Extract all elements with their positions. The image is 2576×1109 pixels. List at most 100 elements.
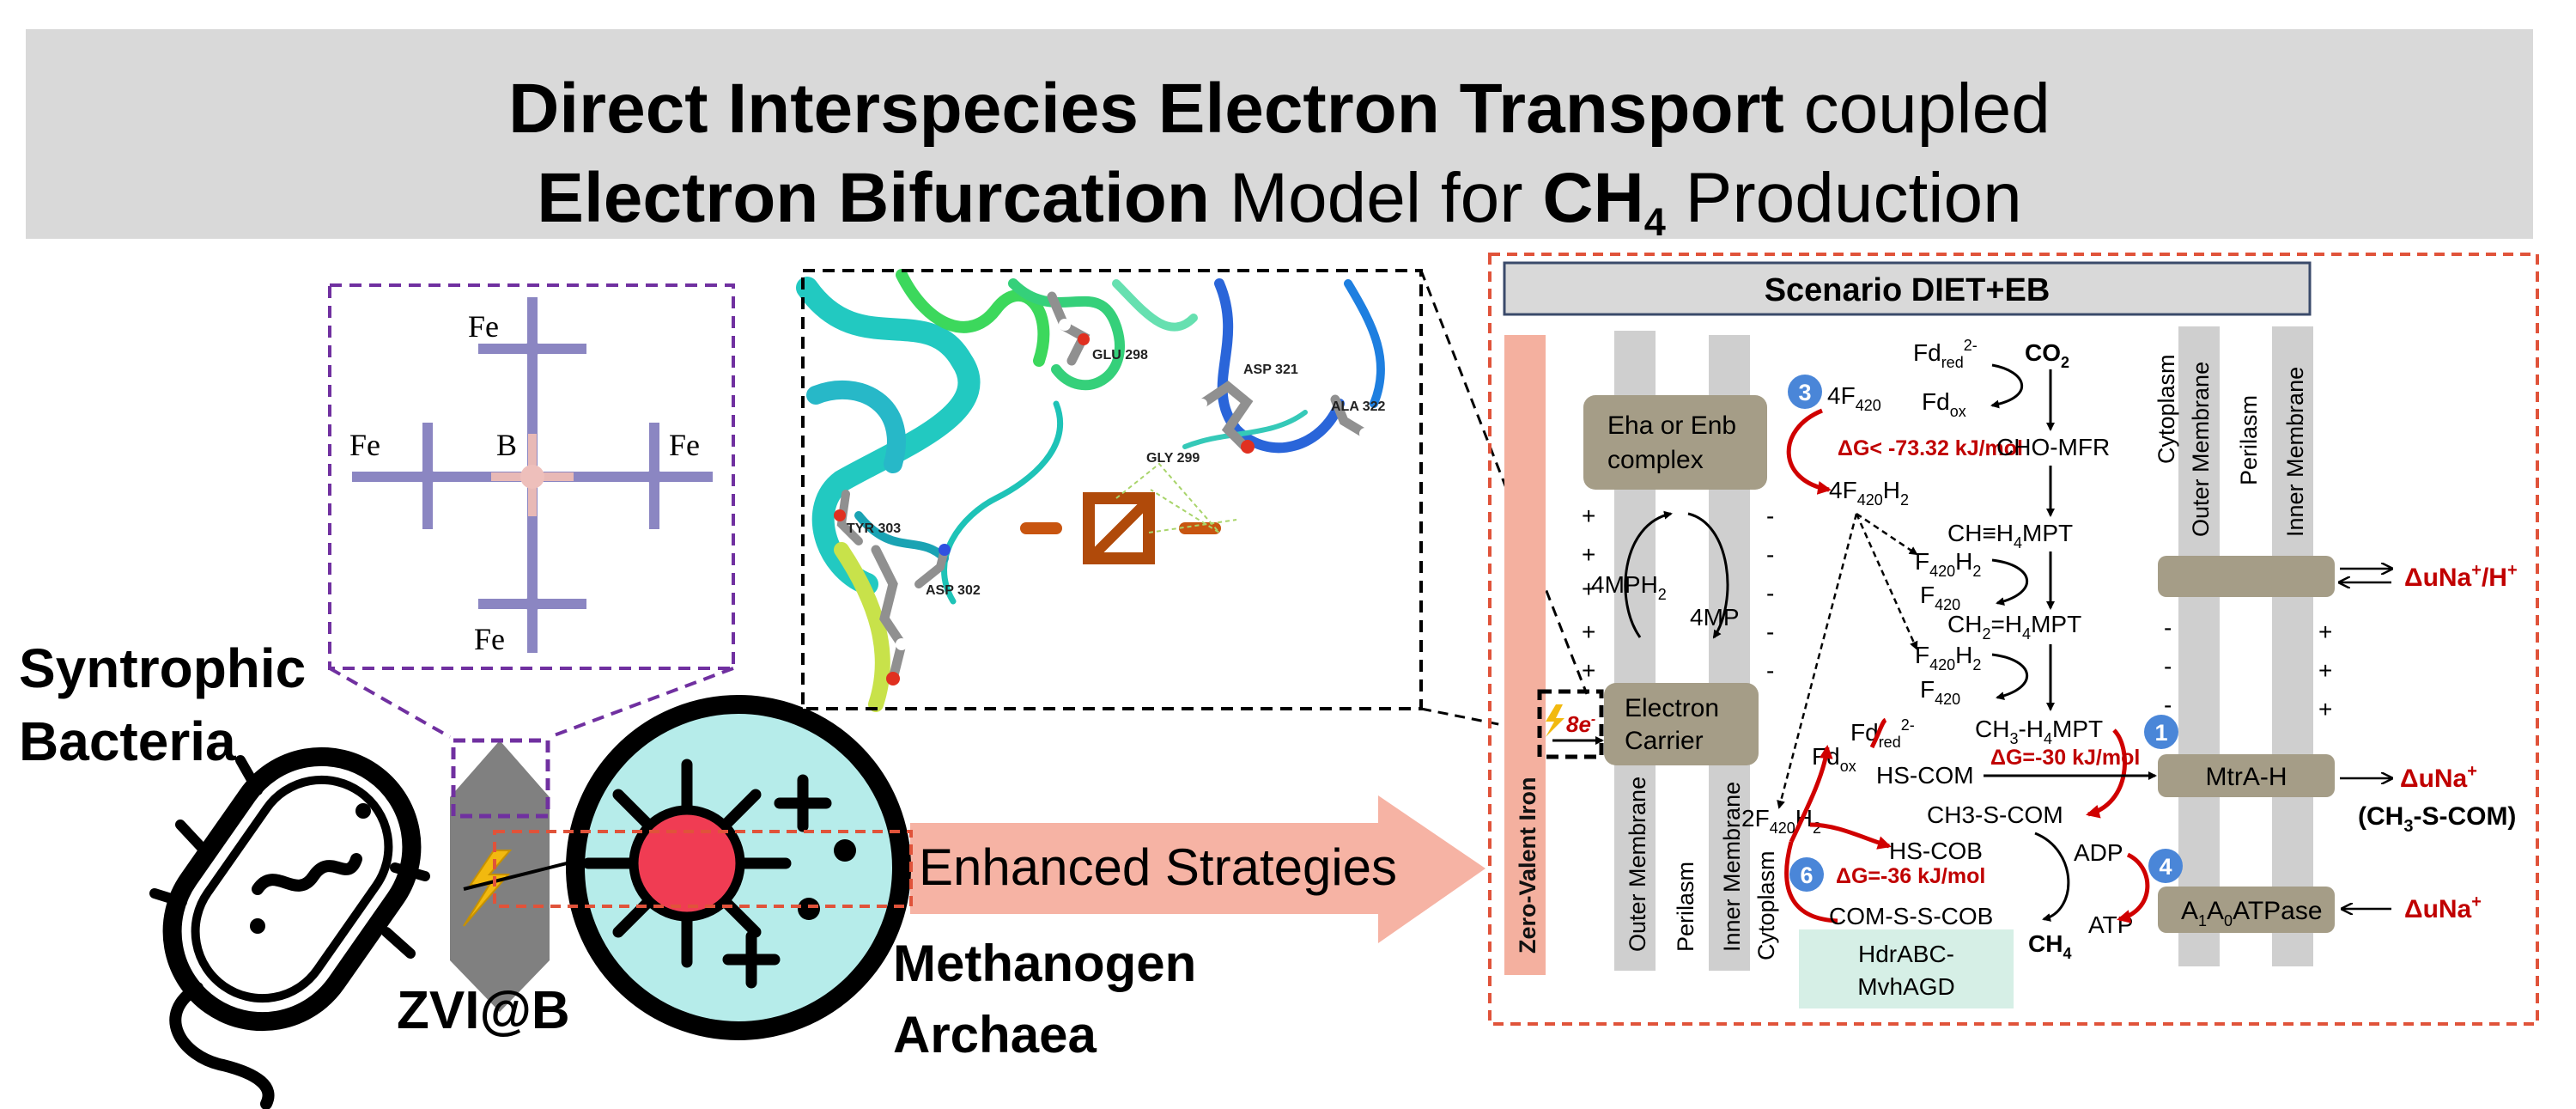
badge-6: [1789, 857, 1824, 892]
mtra-na-label: ΔuNa+: [2400, 762, 2477, 793]
fd-cycle-top: [1990, 363, 2023, 409]
dg6-label: ΔG=-36 kJ/mol: [1836, 864, 1985, 888]
f420h2-b-label: F420H2: [1915, 642, 1981, 673]
archaea-dot-1: [834, 839, 856, 862]
bacteria-label-2: Bacteria: [19, 710, 236, 772]
badge-6-text: 6: [1800, 862, 1813, 888]
ch2-h4mpt-label: CH2=H4MPT: [1947, 611, 2081, 643]
bacteria-label-1: Syntrophic: [19, 637, 306, 699]
mtra-red-arrow: [2086, 728, 2127, 819]
dg3-label: ΔG< -73.32 kJ/mol: [1838, 436, 2023, 460]
fe-right-arm: [620, 472, 713, 482]
charge-plus-3: +: [1582, 576, 1595, 602]
fd-ox-bottom: Fdox: [1812, 743, 1856, 775]
scenario-panel-border: [1488, 253, 2539, 1026]
residue-label-asp321: ASP 321: [1243, 363, 1298, 377]
bifurcation-red-curve: [1784, 841, 1838, 923]
eight-electrons: 8e-: [1566, 711, 1595, 737]
b-label: B: [496, 428, 517, 462]
carrier-label-1: Electron: [1625, 694, 1719, 722]
badge-4-text: 4: [2159, 854, 2172, 880]
zoom-line-upper: [1419, 270, 1589, 695]
f420h2-dashed-3: [1777, 513, 1858, 809]
zvi-label: ZVI@B: [397, 981, 570, 1040]
residue-label-gly: GLY 299: [1146, 451, 1200, 466]
hdr-complex: [1799, 929, 2014, 1008]
lightning-icon: [463, 850, 513, 927]
charge-minus-3: -: [1766, 580, 1774, 606]
carrier-label-2: Carrier: [1625, 727, 1704, 755]
badge-3-text: 3: [1798, 380, 1811, 405]
atpase-complex: [2158, 887, 2335, 933]
mp-cycle-down: [1687, 512, 1729, 639]
archaea-label-2: Archaea: [893, 1006, 1097, 1063]
ch3-s-com-label: CH3-S-COM: [1927, 801, 2063, 828]
ch3-h4mpt-label: CH3-H4MPT: [1975, 716, 2103, 747]
archaea-zoom-box: [493, 830, 913, 908]
charge-plus-4: +: [1582, 618, 1595, 645]
title-end-2: Production: [1665, 159, 2022, 237]
title-rest-1: coupled: [1783, 70, 2050, 148]
protein-residues: [834, 291, 1371, 686]
f420h2-4-label: 4F420H2: [1829, 477, 1909, 509]
residue-label-tyr: TYR 303: [847, 521, 901, 536]
fe-atom-top: [525, 341, 540, 356]
f420-b-label: F420: [1920, 676, 1960, 708]
eha-label-1: Eha or Enb: [1607, 411, 1736, 440]
methane-formation-arrow: [2034, 832, 2070, 922]
cytoplasm-left-label: Cytoplasm: [1753, 850, 1779, 960]
electron-arrow-to-archaea: [463, 858, 579, 891]
title-line-2: Electron Bifurcation Model for CH4 Produ…: [26, 158, 2533, 245]
charge-plus-5: +: [1582, 657, 1595, 684]
fe-cluster: [1020, 462, 1237, 564]
title-banner: Direct Interspecies Electron Transport c…: [26, 29, 2533, 244]
f420h2-a-label: F420H2: [1915, 548, 1981, 580]
outer-membrane-right: [2178, 326, 2220, 966]
fe-label-top: Fe: [468, 309, 499, 344]
fe-atom-left: [420, 469, 435, 484]
bacterium-icon: [149, 746, 430, 1109]
charge-plus-1: +: [1582, 503, 1595, 529]
hs-cob-label: HS-COB: [1889, 838, 1983, 864]
crystal-inset-box: [328, 283, 735, 670]
bifurcation-to-hs-cob: [1809, 822, 1892, 850]
fd-red-bottom: Fdred2-: [1850, 716, 1915, 751]
mp-label: 4MP: [1690, 604, 1740, 631]
scenario-title-bar: [1503, 261, 2312, 316]
mph2-label: 4MPH2: [1591, 571, 1667, 603]
residue-label-ala: ALA 322: [1331, 399, 1386, 414]
fe-atom-bottom: [525, 596, 540, 612]
electron-carrier: [1604, 683, 1759, 765]
fe-label-bottom: Fe: [474, 622, 505, 656]
hs-com-label: HS-COM: [1876, 762, 1974, 789]
f420-a-label: F420: [1920, 582, 1960, 613]
archaea-label-1: Methanogen: [893, 935, 1196, 992]
fd-red-top: Fdred2-: [1913, 337, 1978, 371]
adp-label: ADP: [2074, 839, 2123, 866]
com-s-s-cob-label: COM-S-S-COB: [1829, 903, 1993, 929]
enhanced-strategies-arrow: [910, 795, 1485, 943]
fe-left-arm: [352, 472, 443, 482]
f420h2-dashed-2: [1855, 513, 1918, 650]
plus-sign-top: [774, 774, 832, 832]
mtra-label: MtrA-H: [2206, 763, 2287, 791]
title-ch: CH: [1542, 159, 1644, 237]
zvi-bar: [1504, 335, 1546, 975]
title-ch-sub: 4: [1643, 199, 1666, 244]
title-bold-1: Direct Interspecies Electron Transport: [508, 70, 1784, 148]
cytoplasm-right-label: Cytoplasm: [2154, 354, 2179, 464]
zoom-line-right: [549, 667, 734, 739]
eha-label-2: complex: [1607, 446, 1704, 474]
residue-label-asp302: ASP 302: [926, 583, 981, 598]
cho-mfr-label: CHO-MFR: [1996, 434, 2110, 460]
atp-red-arrow: [2117, 852, 2150, 923]
badge-3: [1788, 375, 1822, 409]
residue-label-glu: GLU 298: [1092, 348, 1148, 363]
title-mid-2: Model for: [1209, 159, 1543, 237]
inner-membrane-left-label: Inner Membrane: [1719, 782, 1745, 952]
archaea-core-icon: [582, 759, 792, 968]
eha-reduction-arrow: [1786, 408, 1832, 495]
f2-420h2-label: 2F420H2: [1741, 805, 1821, 837]
